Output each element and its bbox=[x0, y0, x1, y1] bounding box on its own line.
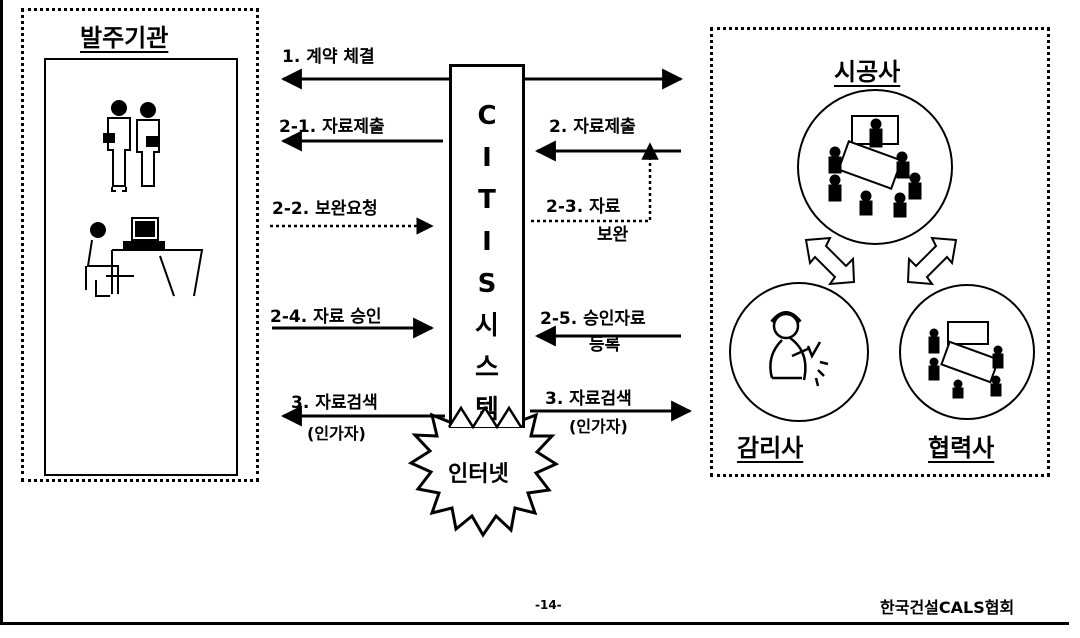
parties-box bbox=[710, 27, 1050, 477]
submit-left-label: 2-1. 자료제출 bbox=[279, 117, 385, 137]
client-people-icon bbox=[103, 100, 160, 192]
page-frame bbox=[0, 0, 1069, 625]
supplement-label: 2-3. 자료 bbox=[546, 197, 621, 217]
system-char: S bbox=[477, 269, 497, 299]
system-char: C bbox=[477, 101, 497, 131]
system-char: 시 bbox=[475, 311, 499, 341]
request-label: 2-2. 보완요청 bbox=[272, 199, 378, 219]
approve-label: 2-4. 자료 승인 bbox=[270, 307, 382, 327]
search-right-label: 3. 자료검색 bbox=[545, 389, 632, 409]
partner-meeting-icon bbox=[928, 321, 1004, 399]
contractor-title: 시공사 bbox=[834, 58, 901, 86]
supplement-label-2: 보완 bbox=[597, 225, 629, 245]
internet-label: 인터넷 bbox=[448, 462, 509, 487]
client-inner-box bbox=[44, 58, 238, 476]
double-arrow-right-icon bbox=[906, 236, 958, 286]
supplement-arrow bbox=[531, 142, 659, 223]
double-arrow-left-icon bbox=[804, 236, 856, 286]
system-char: T bbox=[478, 185, 496, 215]
client-title: 발주기관 bbox=[80, 24, 169, 52]
internet-burst bbox=[407, 399, 560, 538]
search-left-label-2: (인가자) bbox=[307, 424, 366, 443]
system-char: 스 bbox=[475, 353, 499, 383]
meeting-icon bbox=[828, 115, 922, 218]
org-name: 한국건설CALS협회 bbox=[880, 598, 1015, 617]
register-label-2: 등록 bbox=[589, 335, 621, 355]
search-left-label: 3. 자료검색 bbox=[291, 393, 378, 413]
supervisor-title: 감리사 bbox=[737, 434, 804, 462]
worker-icon bbox=[769, 311, 829, 387]
search-right-label-2: (인가자) bbox=[569, 417, 628, 436]
contract-label: 1. 계약 체결 bbox=[282, 47, 375, 67]
citis-system-column: C I T I S 시 스 템 bbox=[449, 64, 525, 428]
register-label: 2-5. 승인자료 bbox=[540, 309, 646, 329]
client-computer-icon bbox=[85, 217, 204, 297]
page-number: -14- bbox=[535, 598, 562, 612]
system-char: I bbox=[482, 143, 492, 173]
submit-right-label: 2. 자료제출 bbox=[549, 117, 636, 137]
system-char: I bbox=[482, 227, 492, 257]
client-box bbox=[21, 8, 259, 482]
partner-title: 협력사 bbox=[928, 434, 995, 462]
